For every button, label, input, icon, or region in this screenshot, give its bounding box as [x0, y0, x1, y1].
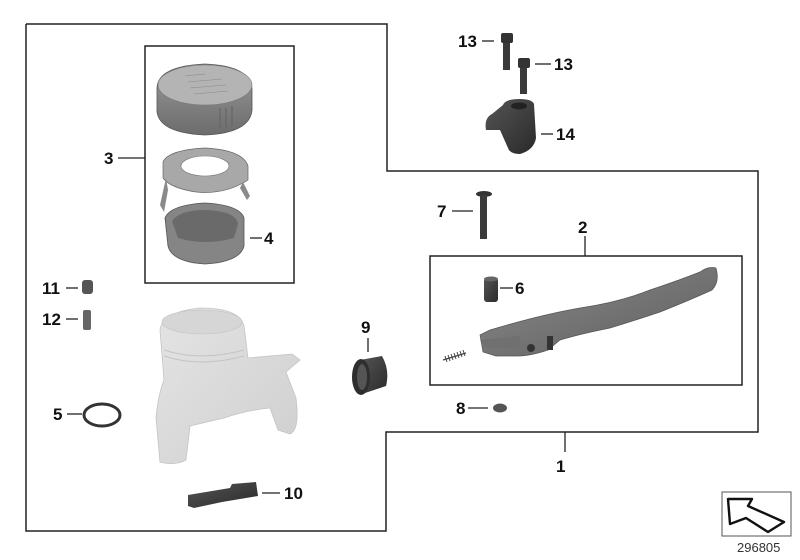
callout-13b: 13 [554, 55, 573, 74]
callout-1: 1 [556, 457, 566, 476]
lever-assembly-box [429, 255, 743, 386]
pivot-screw-icon [476, 191, 492, 239]
callout-7: 7 [437, 202, 447, 221]
master-cylinder-body-icon [155, 307, 301, 464]
callout-13a: 13 [458, 32, 477, 51]
orientation-arrow-icon [721, 491, 792, 537]
bushing-icon [484, 276, 498, 302]
rubber-boot-icon [352, 356, 388, 395]
hex-nut-icon [493, 403, 507, 413]
callout-10: 10 [284, 484, 303, 503]
bleeder-screw-icon [83, 310, 91, 330]
callout-3: 3 [104, 149, 114, 168]
leader-lines [66, 40, 586, 494]
callout-14: 14 [556, 125, 575, 144]
reservoir-cap-icon [156, 63, 253, 136]
bleeder-cap-icon [82, 280, 93, 294]
callout-2: 2 [578, 218, 588, 237]
callout-12: 12 [42, 310, 61, 329]
callout-11: 11 [42, 279, 60, 298]
socket-head-screw-icon [501, 33, 513, 70]
reservoir-set-box [144, 45, 295, 284]
switch-icon [188, 482, 258, 508]
callout-6: 6 [515, 279, 525, 298]
callout-9: 9 [361, 318, 371, 337]
diagram-reference-number: 296805 [737, 540, 781, 555]
socket-head-screw-icon [518, 58, 530, 94]
hand-lever-icon [479, 267, 718, 357]
callout-5: 5 [53, 405, 63, 424]
clamp-bracket-icon [485, 99, 536, 154]
reservoir-diaphragm-icon [164, 202, 245, 265]
spring-icon [442, 349, 467, 363]
reservoir-ring-icon [160, 147, 250, 212]
callout-8: 8 [456, 399, 466, 418]
o-ring-icon [82, 402, 122, 428]
callout-4: 4 [264, 229, 274, 248]
assembly-1-boundary [25, 23, 759, 532]
